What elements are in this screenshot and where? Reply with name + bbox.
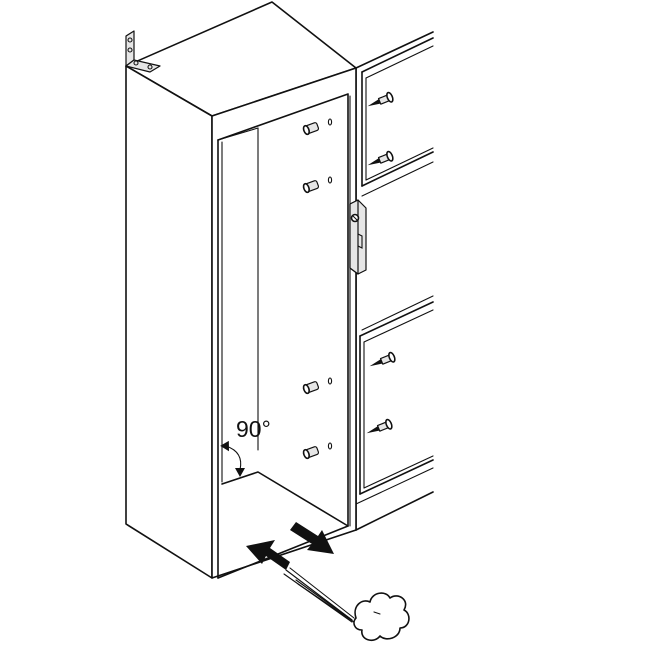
cabinet-right-side [211, 67, 357, 579]
air-blow-cloud-icon [353, 592, 410, 642]
push-arrow-icon [290, 522, 334, 554]
shelf-pin-icon [302, 180, 320, 194]
air-stream-lines [283, 567, 355, 623]
l-bracket-icon [125, 30, 161, 73]
drawer-column [355, 31, 434, 531]
pin-hole-icon [327, 118, 333, 126]
shelf-pin-icon [302, 122, 320, 136]
pin-hole-icon [327, 442, 333, 450]
cabinet-left-side [125, 65, 213, 579]
pull-arrow-icon [246, 540, 290, 570]
pin-hole-icon [327, 377, 333, 385]
shelf-pin-icon [302, 381, 320, 395]
shelf-pins [302, 118, 333, 460]
screw-icon [369, 351, 396, 367]
screw-icon [367, 91, 394, 107]
double-arrow-arc-icon [220, 440, 245, 477]
upper-drawer-front [361, 37, 434, 187]
angle-label-90-degrees: 90° [236, 416, 271, 442]
tall-cabinet [125, 1, 357, 579]
pin-hole-icon [327, 176, 333, 184]
shelf-pin-icon [302, 446, 320, 460]
slotted-bracket-icon [349, 199, 367, 275]
screw-icon [366, 418, 393, 434]
drawer-screws [366, 91, 396, 434]
lower-drawer-front [359, 301, 434, 495]
screw-icon [367, 150, 394, 166]
